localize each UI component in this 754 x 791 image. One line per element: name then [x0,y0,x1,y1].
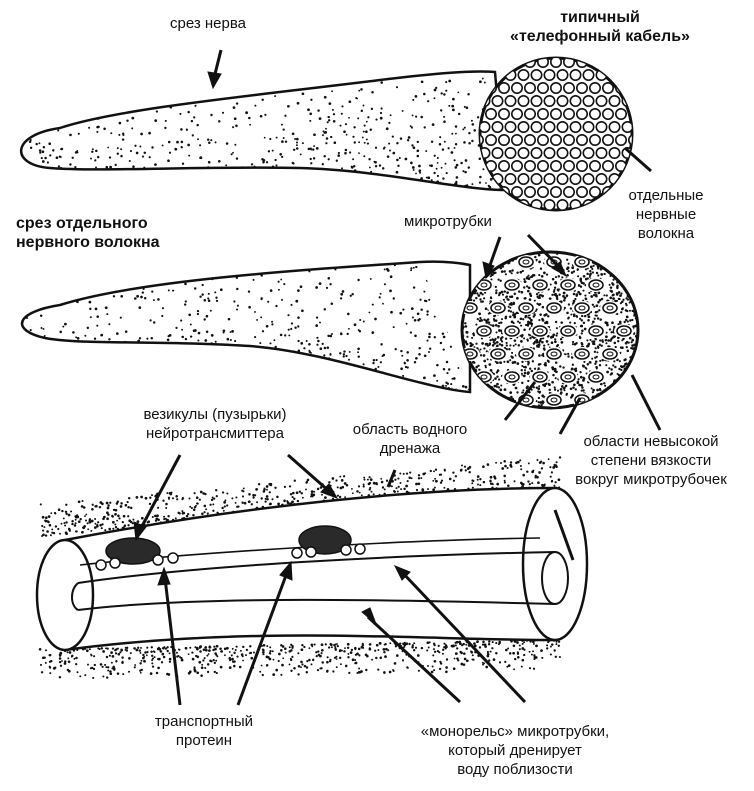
label-cable-title-line1: типичный [500,8,700,27]
label-fiber-section: срез отдельного нервного волокна [16,214,160,252]
label-transport-protein-line1: транспортный [136,712,272,731]
label-monorail-line3: воду поблизости [400,760,630,779]
label-low-viscosity-line1: области невысокой [556,432,746,451]
label-water-drainage-line2: дренажа [340,439,480,458]
label-vesicles-line1: везикулы (пузырьки) [130,405,300,424]
label-fiber-section-line1: срез отдельного [16,214,160,233]
label-nerve-fibers: отдельные нервные волокна [610,186,722,243]
label-nerve-fibers-line2: нервные [610,205,722,224]
label-low-viscosity-line2: степени вязкости [556,451,746,470]
label-nerve-fibers-line1: отдельные [610,186,722,205]
label-nerve-section: срез нерва [170,14,246,33]
label-monorail: «монорельс» микротрубки, который дрениру… [400,722,630,779]
label-vesicles: везикулы (пузырьки) нейротрансмиттера [130,405,300,443]
label-fiber-section-line2: нервного волокна [16,233,160,252]
fiber-body [19,254,476,397]
label-water-drainage: область водного дренажа [340,420,480,458]
label-vesicles-line2: нейротрансмиттера [130,424,300,443]
label-transport-protein: транспортный протеин [136,712,272,750]
label-water-drainage-line1: область водного [340,420,480,439]
axon-left-end [37,540,93,650]
label-monorail-line2: который дренирует [400,741,630,760]
label-cable-title-line2: «телефонный кабель» [500,27,700,46]
label-monorail-line1: «монорельс» микротрубки, [400,722,630,741]
label-low-viscosity-line3: вокруг микротрубочек [556,470,746,489]
microtubule-end [542,552,568,604]
label-microtubules: микротрубки [404,212,492,231]
label-low-viscosity: области невысокой степени вязкости вокру… [556,432,746,489]
nerve-body [19,69,509,191]
label-transport-protein-line2: протеин [136,731,272,750]
label-cable-title: типичный «телефонный кабель» [500,8,700,46]
label-nerve-fibers-line3: волокна [610,224,722,243]
axon-tube [37,456,587,679]
